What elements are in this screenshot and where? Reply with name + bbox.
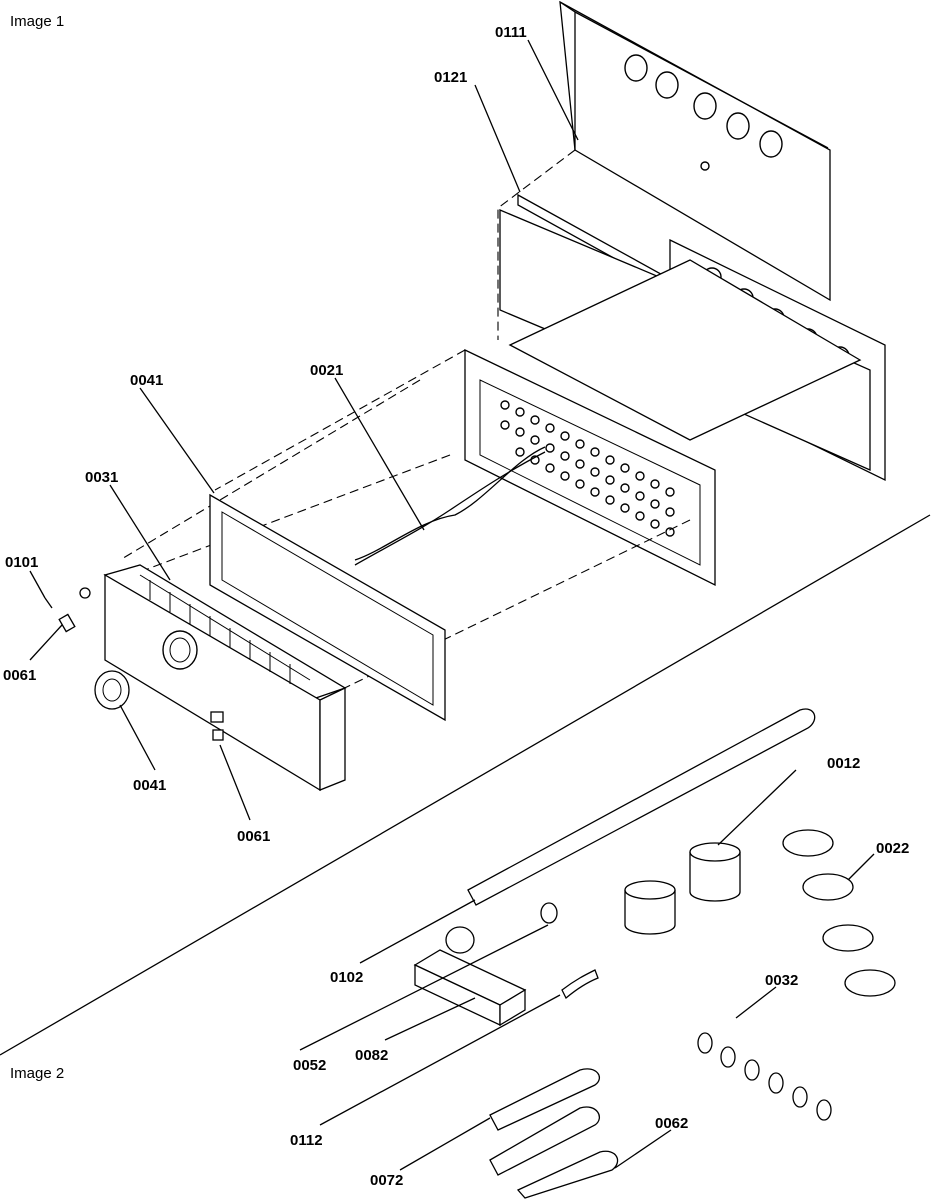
label-0062: 0062	[655, 1115, 688, 1132]
label-0021: 0021	[310, 362, 343, 379]
part-0111-back-panel	[559, 0, 831, 302]
label-0121: 0121	[434, 69, 467, 86]
section-label-image1: Image 1	[10, 13, 64, 30]
section-divider	[0, 514, 931, 1056]
part-0082-drain-trap	[413, 926, 527, 1027]
leader-lines	[29, 39, 875, 1171]
part-0021-twisted-rod	[354, 446, 546, 566]
part-0101-screw	[44, 587, 91, 609]
part-0012-sleeves	[624, 842, 741, 935]
part-0041-gasket	[209, 493, 446, 722]
part-0041-ring	[94, 670, 130, 710]
part-0061-orifice-left	[58, 613, 76, 633]
label-0032: 0032	[765, 972, 798, 989]
part-0022-hose-clamps	[782, 829, 896, 997]
label-0061-bottom: 0061	[237, 828, 270, 845]
label-0112: 0112	[290, 1132, 323, 1149]
part-0052-grommet	[540, 902, 558, 924]
label-0041-gasket: 0041	[130, 372, 163, 389]
label-0061-left: 0061	[3, 667, 36, 684]
label-0111: 0111	[495, 24, 527, 41]
label-0022: 0022	[876, 840, 909, 857]
part-0112-short-hose	[561, 969, 599, 1000]
label-0052: 0052	[293, 1057, 326, 1074]
section-label-image2: Image 2	[10, 1065, 64, 1082]
part-0062-bent-tube	[516, 1150, 619, 1199]
label-0101: 0101	[5, 554, 38, 571]
part-0031-burner-box	[103, 564, 347, 792]
label-0072: 0072	[370, 1172, 403, 1189]
label-0031: 0031	[85, 469, 118, 486]
label-0102: 0102	[330, 969, 363, 986]
part-0072-bent-tubes	[489, 1068, 600, 1176]
part-0061-orifice-bottom	[210, 711, 224, 741]
part-0102-long-pipe	[467, 708, 816, 906]
label-0041-ring: 0041	[133, 777, 166, 794]
label-0082: 0082	[355, 1047, 388, 1064]
label-0012: 0012	[827, 755, 860, 772]
part-0032-small-clamps	[697, 1032, 832, 1121]
heat-exchanger-body	[464, 209, 871, 587]
